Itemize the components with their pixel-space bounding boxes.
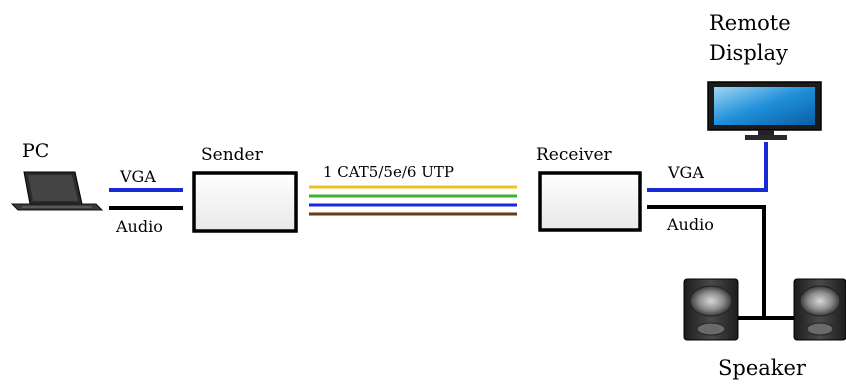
sender-box (192, 171, 298, 233)
receiver-box (538, 171, 642, 232)
remote-display-label-line2: Display (709, 41, 788, 65)
audio-right-label: Audio (666, 215, 714, 234)
vga-line-right (647, 142, 768, 192)
audio-left-label: Audio (115, 217, 163, 236)
utp-cable (309, 185, 517, 216)
pc-label: PC (22, 140, 49, 162)
laptop-icon (10, 171, 104, 211)
vga-left-label: VGA (119, 167, 156, 186)
speaker-icon-left (683, 278, 739, 341)
cable-label: 1 CAT5/5e/6 UTP (323, 163, 454, 181)
monitor-icon (707, 81, 822, 140)
audio-line-right (647, 205, 766, 318)
speaker-label: Speaker (718, 356, 807, 380)
receiver-label: Receiver (536, 145, 613, 165)
speaker-icon-right (793, 278, 846, 341)
sender-label: Sender (201, 145, 264, 165)
vga-right-label: VGA (667, 163, 704, 182)
remote-display-label-line1: Remote (709, 11, 791, 35)
